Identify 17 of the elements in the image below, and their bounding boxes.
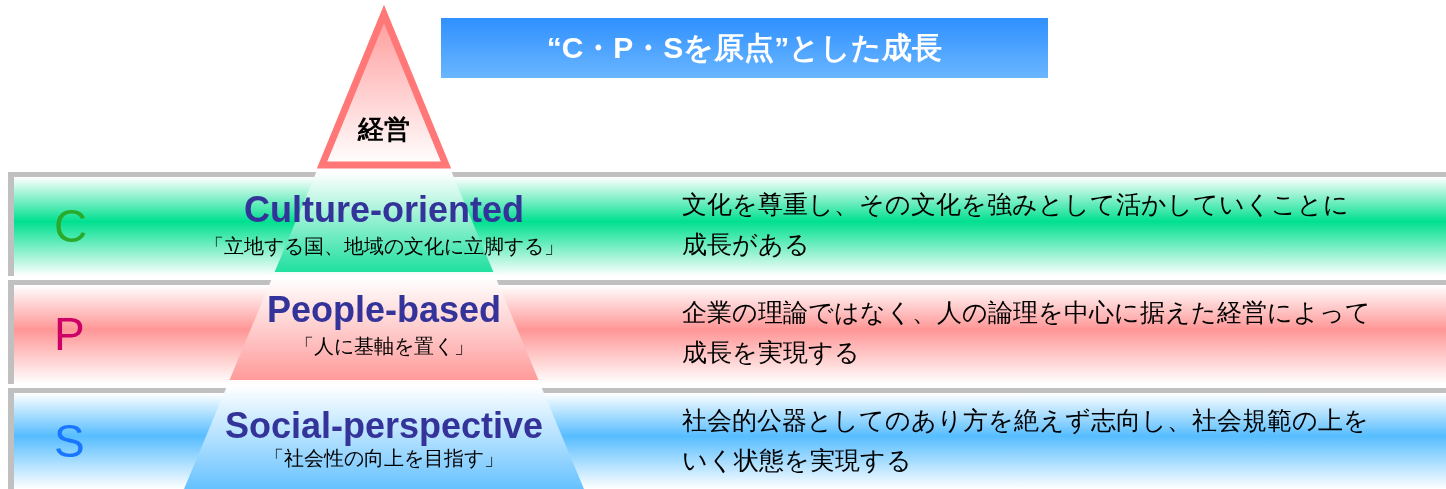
tier-subtitle: 「社会性の向上を目指す」 (263, 446, 505, 470)
tier-heading: Culture-oriented (243, 188, 525, 231)
description-text: 文化を尊重し、その文化を強みとして活かしていくことに成長がある (682, 189, 1350, 261)
title-banner: “C・P・Sを原点”とした成長 (441, 18, 1048, 78)
apex-label: 経営 (356, 114, 411, 145)
tier-heading: People-based (265, 288, 503, 331)
band (8, 172, 1446, 276)
band-letter: S (54, 414, 85, 469)
band-letter: P (54, 307, 85, 362)
band-letter: C (54, 199, 88, 254)
band (8, 280, 1446, 384)
tier-heading: Social-perspective (223, 404, 545, 447)
description-text: 企業の理論ではなく、人の論理を中心に据えた経営によって成長を実現する (682, 297, 1372, 369)
description-text: 社会的公器としてのあり方を絶えず志向し、社会規範の上をいく状態を実現する (682, 405, 1370, 477)
tier-subtitle: 「立地する国、地域の文化に立脚する」 (203, 234, 565, 258)
band (8, 388, 1446, 489)
tier-subtitle: 「人に基軸を置く」 (293, 334, 475, 358)
